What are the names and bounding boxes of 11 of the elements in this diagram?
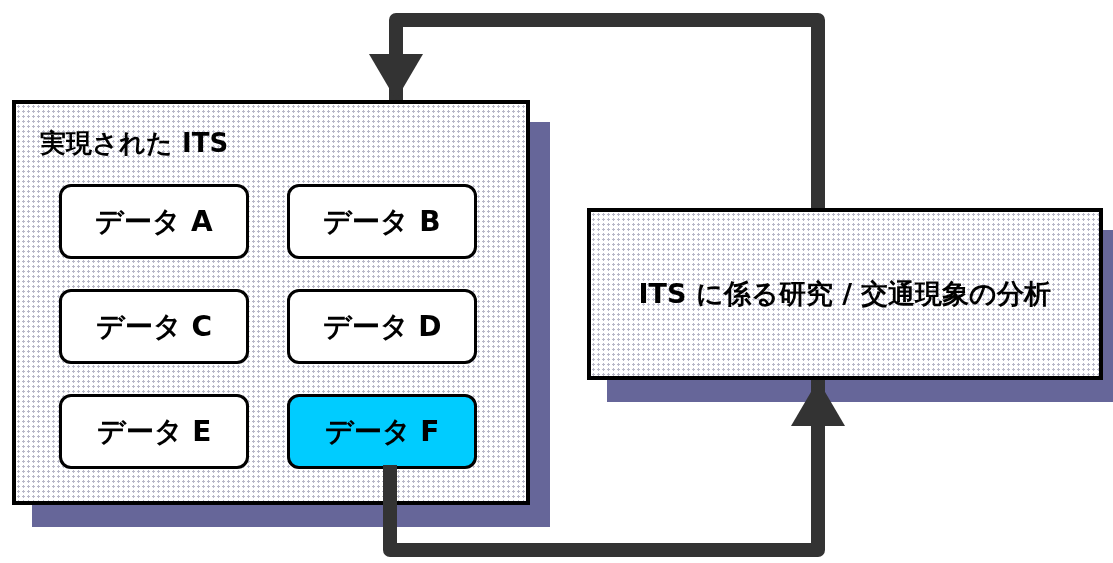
panel — [12, 100, 530, 505]
data-box: データ A — [59, 184, 249, 259]
data-box: データ B — [287, 184, 477, 259]
data-box: データ D — [287, 289, 477, 364]
analysis-box: ITS に係る研究 / 交通現象の分析 — [587, 208, 1103, 380]
data-box: データ E — [59, 394, 249, 469]
data-box: データ F — [287, 394, 477, 469]
data-box: データ C — [59, 289, 249, 364]
arrow — [369, 13, 825, 208]
heading: 実現された ITS — [40, 127, 229, 160]
arrow — [383, 380, 845, 557]
